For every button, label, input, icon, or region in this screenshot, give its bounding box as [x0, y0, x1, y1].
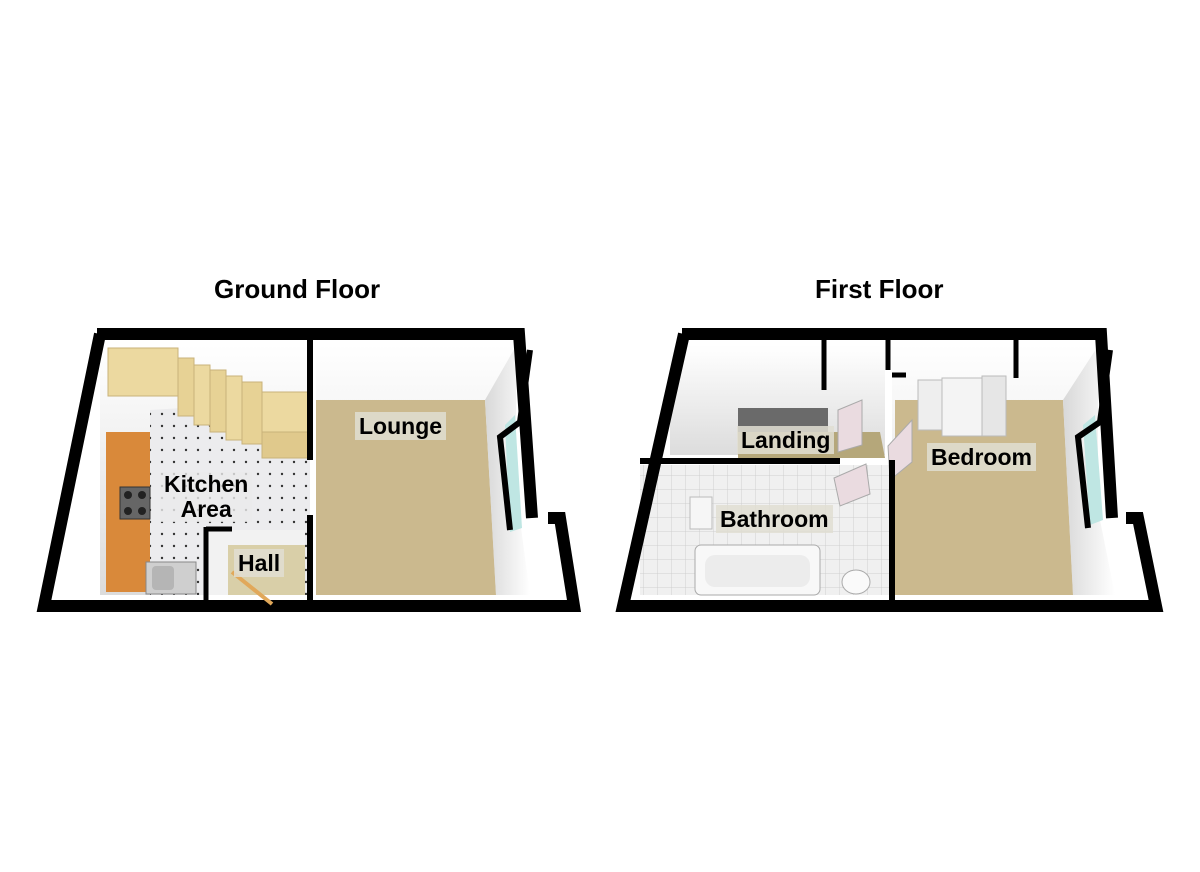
bedroom-window	[1083, 415, 1103, 525]
staircase	[107, 347, 309, 459]
wardrobe	[917, 375, 1007, 437]
room-label-kitchen-area: Kitchen Area	[160, 471, 253, 522]
ground-floor-plan	[36, 328, 582, 612]
bathroom-door	[833, 463, 871, 507]
landing-cupboard-door	[837, 399, 863, 453]
floor-title-ground: Ground Floor	[214, 274, 381, 304]
room-label-lounge: Lounge	[355, 412, 447, 440]
room-label-bedroom: Bedroom	[927, 443, 1036, 471]
room-label-kitchen-line2: Area	[180, 496, 232, 522]
basin	[841, 569, 871, 595]
room-label-hall: Hall	[234, 549, 285, 577]
floor-title-first: First Floor	[815, 274, 944, 304]
toilet-cistern	[689, 496, 713, 530]
first-floor-plan	[615, 328, 1164, 612]
front-door	[230, 570, 274, 606]
hob	[119, 486, 151, 520]
room-label-kitchen-line1: Kitchen	[164, 471, 249, 497]
room-label-landing: Landing	[737, 426, 835, 454]
room-label-bathroom: Bathroom	[716, 505, 833, 533]
